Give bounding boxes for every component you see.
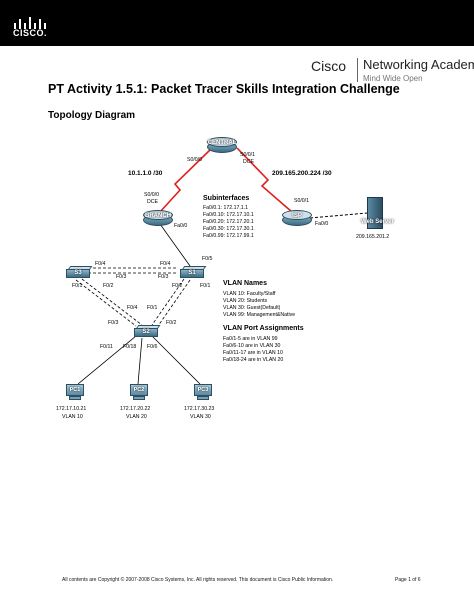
port-s3-f03: F0/3	[116, 274, 127, 280]
web-server-label: Web Server	[361, 219, 394, 225]
vlan-name-line: VLAN 30: Guest(Default)	[223, 305, 281, 311]
pc-3-ip: 172.17.30.23	[184, 406, 215, 412]
pc-3-label: PC3	[197, 387, 209, 393]
server-icon	[367, 197, 383, 229]
port-s2-f03: F0/3	[108, 320, 119, 326]
vlan-name-line: VLAN 99: Management&Native	[223, 312, 296, 318]
networking-academy-logo: Cisco Networking Academy Mind Wide Open	[307, 55, 474, 85]
port-s1-f05: F0/5	[202, 256, 213, 262]
vlan-name-line: VLAN 20: Students	[223, 298, 268, 304]
link-branch-s1	[159, 223, 191, 267]
router-isp[interactable]: ISP	[282, 210, 312, 226]
subinterface-line: Fa0/0.20: 172.17.20.1	[203, 219, 254, 225]
na-separator	[357, 58, 358, 82]
router-branch[interactable]: BRANCH	[143, 210, 173, 226]
pc-1[interactable]: PC1	[66, 384, 84, 400]
vlan-port-line: Fa0/11-17 are in VLAN 10	[223, 350, 283, 356]
switch-s2[interactable]: S2	[134, 325, 161, 337]
pc-2-vlan: VLAN 20	[126, 414, 147, 420]
cisco-wordmark: CISCO.	[13, 28, 48, 38]
na-tagline: Mind Wide Open	[363, 74, 423, 83]
page-title: PT Activity 1.5.1: Packet Tracer Skills …	[48, 82, 400, 96]
link-s3-s2-a	[75, 279, 137, 327]
na-name: Networking Academy	[363, 57, 474, 72]
link-s2-pc3	[151, 335, 201, 385]
cisco-bridge-logo-icon	[14, 17, 46, 29]
serial-link-branch-central	[159, 147, 213, 213]
port-s1-f04: F0/4	[160, 261, 171, 267]
port-s1-f02: F0/2	[172, 283, 183, 289]
na-company: Cisco	[311, 58, 347, 74]
section-heading: Topology Diagram	[48, 110, 136, 121]
port-branch-fa00: Fa0/0	[174, 223, 188, 229]
page-number: Page 1 of 6	[395, 577, 421, 583]
web-server[interactable]: Web Server	[361, 197, 394, 229]
link-s2-pc1	[77, 335, 137, 385]
port-isp-s001: S0/0/1	[294, 198, 309, 204]
pc-2-ip: 172.17.20.22	[120, 406, 151, 412]
pc-1-vlan: VLAN 10	[62, 414, 83, 420]
pc-1-ip: 172.17.10.21	[56, 406, 87, 412]
port-s1-f03: F0/3	[158, 274, 169, 280]
pc-2[interactable]: PC2	[130, 384, 148, 400]
port-s2-f02: F0/2	[166, 320, 177, 326]
pc-3[interactable]: PC3	[194, 384, 212, 400]
port-central-s001: S0/0/1	[240, 152, 255, 158]
switch-s1[interactable]: S1	[180, 266, 207, 278]
subinterface-line: Fa0/0.99: 172.17.99.1	[203, 233, 254, 239]
port-central-s000: S0/0/0	[187, 157, 202, 163]
port-s3-f02: F0/2	[103, 283, 114, 289]
switch-s3-label: S3	[74, 270, 82, 276]
router-isp-label: ISP	[292, 213, 302, 219]
vlan-ports-heading: VLAN Port Assignments	[223, 325, 304, 332]
link-s2-pc2	[137, 337, 143, 385]
port-s2-f04: F0/4	[127, 305, 138, 311]
pc-1-label: PC1	[69, 387, 81, 393]
port-s3-f01: F0/1	[72, 283, 83, 289]
port-s2-f01: F0/1	[147, 305, 158, 311]
switch-s2-label: S2	[142, 329, 150, 335]
network-right-wan: 209.165.200.224 /30	[272, 170, 332, 177]
network-left-wan: 10.1.1.0 /30	[128, 170, 163, 177]
link-isp-webserver	[309, 212, 368, 219]
router-central[interactable]: CENTRAL	[207, 137, 237, 153]
vlan-port-line: Fa0/6-10 are in VLAN 30	[223, 343, 281, 349]
web-server-ip: 209.165.201.2	[356, 234, 390, 240]
port-branch-dce: DCE	[147, 199, 158, 205]
footer-copyright: All contents are Copyright © 2007-2008 C…	[62, 577, 334, 583]
port-s3-f04: F0/4	[95, 261, 106, 267]
router-branch-label: BRANCH	[145, 213, 171, 219]
link-s1-s2-b	[157, 279, 191, 327]
port-central-dce: DCE	[243, 159, 254, 165]
link-s1-s2-a	[151, 278, 185, 326]
vlan-names-heading: VLAN Names	[223, 280, 267, 287]
port-s2-f011: F0/11	[100, 344, 113, 350]
port-s2-f06: F0/6	[147, 344, 158, 350]
pc-3-vlan: VLAN 30	[190, 414, 211, 420]
switch-s3[interactable]: S3	[66, 266, 93, 278]
subinterface-line: Fa0/0.10: 172.17.10.1	[203, 212, 254, 218]
subinterface-line: Fa0/0.1: 172.17.1.1	[203, 205, 248, 211]
switch-s1-label: S1	[188, 270, 196, 276]
serial-link-central-isp	[236, 147, 293, 213]
subinterfaces-heading: Subinterfaces	[203, 195, 250, 202]
port-s2-f018: F0/18	[123, 344, 137, 350]
router-central-label: CENTRAL	[207, 140, 237, 146]
port-branch-s000: S0/0/0	[144, 192, 159, 198]
link-s3-s2-b	[81, 278, 143, 326]
header-bar: CISCO.	[0, 0, 474, 46]
vlan-name-line: VLAN 10: Faculty/Staff	[223, 291, 276, 297]
port-isp-fa00: Fa0/0	[315, 221, 329, 227]
subinterface-line: Fa0/0.30: 172.17.30.1	[203, 226, 254, 232]
vlan-port-line: Fa0/1-5 are in VLAN 99	[223, 336, 278, 342]
pc-2-label: PC2	[133, 387, 145, 393]
vlan-port-line: Fa0/18-24 are in VLAN 20	[223, 357, 284, 363]
port-s1-f01: F0/1	[200, 283, 211, 289]
